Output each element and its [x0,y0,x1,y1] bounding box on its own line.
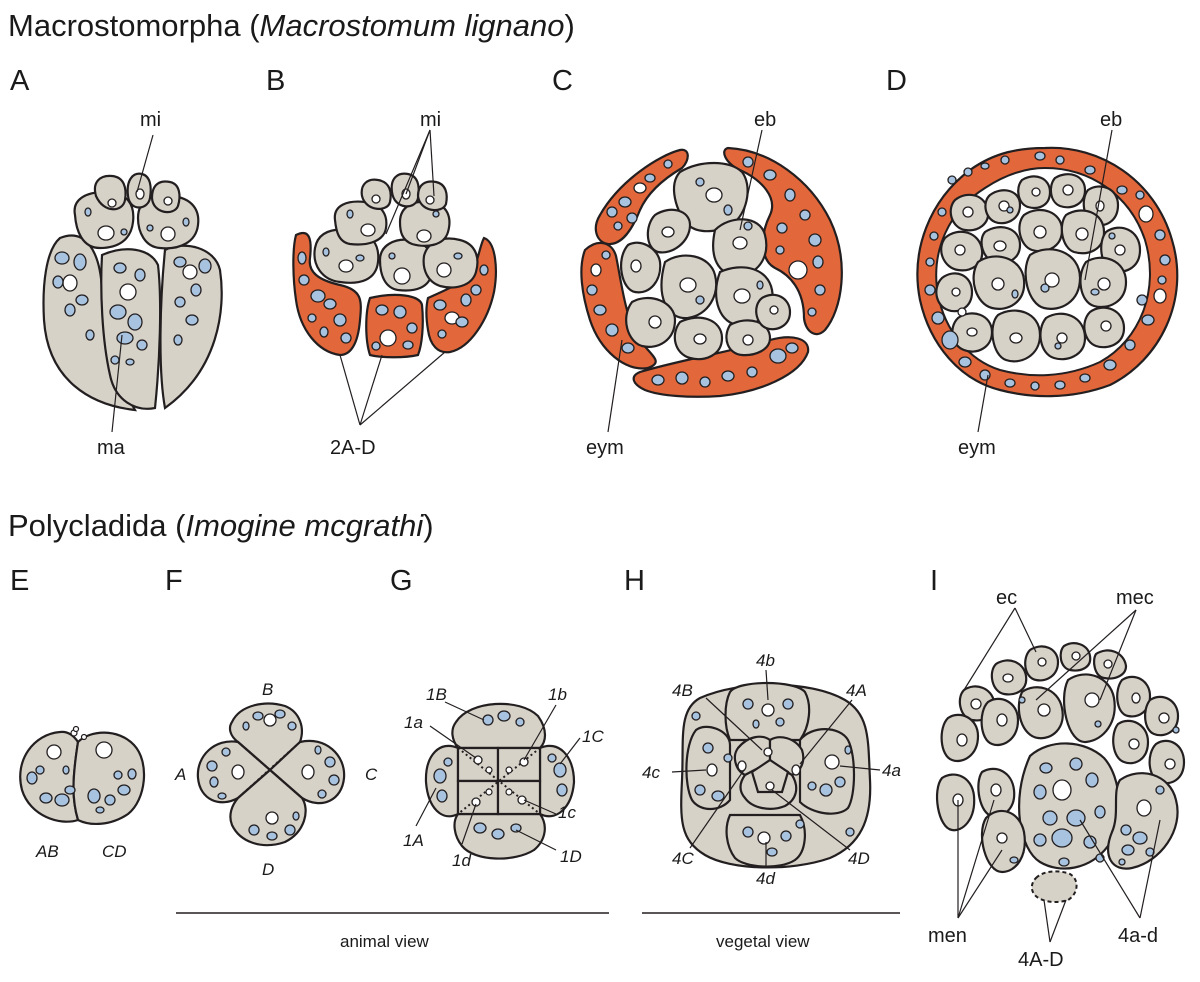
label-d-eb: eb [1100,109,1122,131]
leader-g-1c [523,799,557,815]
label-g-1B: 1B [426,685,447,704]
label-c-eb: eb [754,109,776,131]
panel-f-embryo [196,702,346,847]
label-h-4B: 4B [672,681,693,700]
label-i-men: men [928,925,967,947]
leader-i-mec-1 [1035,609,1137,701]
panel-i-embryo [935,642,1186,903]
label-h-4b: 4b [756,651,775,670]
section-title-macrostomorpha: Macrostomorpha (Macrostomum lignano) [8,8,575,43]
label-g-1D: 1D [560,847,582,866]
label-f-d: D [262,860,274,879]
leader-c-eb [739,129,763,231]
leader-g-1C [559,737,581,765]
leader-i-4a-d-2 [1139,819,1161,919]
leader-h-4C [689,769,745,849]
section-title-polycladida: Polycladida (Imogine mcgrathi) [8,508,434,543]
label-a-mi: mi [140,109,161,131]
label-h-4C: 4C [672,849,694,868]
leader-h-4B [705,697,763,751]
leader-b-mi-1 [385,129,431,235]
label-d-eym: eym [958,437,996,459]
label-f-c: C [365,765,378,784]
leader-i-4ad-1 [1043,899,1051,943]
panel-letter-e: E [10,565,29,597]
panel-letter-h: H [624,565,645,597]
leader-b-mi-3 [429,129,435,197]
leader-b-2ad-2 [359,354,383,426]
vegetal-view-label: vegetal view [716,932,810,951]
label-h-4D: 4D [848,849,870,868]
label-i-4A-D: 4A-D [1018,949,1064,971]
leader-g-1a [429,725,477,759]
animal-view-label: animal view [340,932,430,951]
label-e-ab: AB [35,842,59,861]
label-g-1a: 1a [404,713,423,732]
leader-i-men-3 [957,849,1003,919]
panel-letter-f: F [165,565,183,597]
panel-b-embryo [292,172,497,359]
label-a-ma: ma [97,437,126,459]
label-h-4A: 4A [846,681,867,700]
leader-i-men-2 [957,799,995,919]
label-g-1d: 1d [452,851,471,870]
leader-h-4A [799,699,853,765]
panel-letter-c: C [552,65,573,97]
leader-i-ec-2 [1014,607,1037,653]
leader-b-2ad-1 [339,354,361,426]
panel-letter-d: D [886,65,907,97]
leader-i-4ad-2 [1049,899,1067,943]
label-f-b: B [262,680,273,699]
label-g-1c: 1c [558,803,576,822]
label-i-mec: mec [1116,587,1154,609]
leader-g-1d [461,803,477,845]
label-b-2a-d: 2A-D [330,437,376,459]
label-i-ec: ec [996,587,1017,609]
leader-g-1b [523,704,557,761]
panel-c-embryo [580,146,843,398]
label-f-a: A [174,765,186,784]
leader-b-mi-2 [405,129,431,195]
label-h-4c: 4c [642,763,660,782]
panel-e-embryo [19,725,146,826]
leader-d-eb [1084,129,1113,281]
leader-g-1B [444,701,485,721]
label-g-1b: 1b [548,685,567,704]
label-g-1A: 1A [403,831,424,850]
leader-i-ec-1 [963,607,1016,691]
label-h-4a: 4a [882,761,901,780]
label-g-1C: 1C [582,727,604,746]
leader-h-4D [771,789,851,851]
leader-b-2ad-3 [359,351,446,426]
panel-g-embryo [424,702,576,860]
label-c-eym: eym [586,437,624,459]
leader-a-mi [136,134,154,193]
panel-letter-g: G [390,565,413,597]
label-e-cd: CD [102,842,127,861]
leader-h-4a [839,765,881,771]
label-h-4d: 4d [756,869,775,888]
panel-letter-a: A [10,65,30,97]
panel-h-embryo [680,681,872,869]
panel-d-embryo [916,146,1179,398]
panel-letter-b: B [266,65,285,97]
panel-a-embryo [42,172,223,412]
leader-h-4c [671,769,707,773]
leader-c-eym [607,339,623,433]
leader-i-4a-d-1 [1079,819,1141,919]
panel-letter-i: I [930,565,938,597]
label-b-mi: mi [420,109,441,131]
leader-g-1D [515,829,557,851]
leader-a-ma [111,334,123,433]
leader-d-eym [977,374,989,433]
label-i-4a-d: 4a-d [1118,925,1158,947]
leader-h-4b [765,669,769,701]
leader-i-mec-2 [1099,609,1137,701]
leader-g-1A [415,787,437,827]
